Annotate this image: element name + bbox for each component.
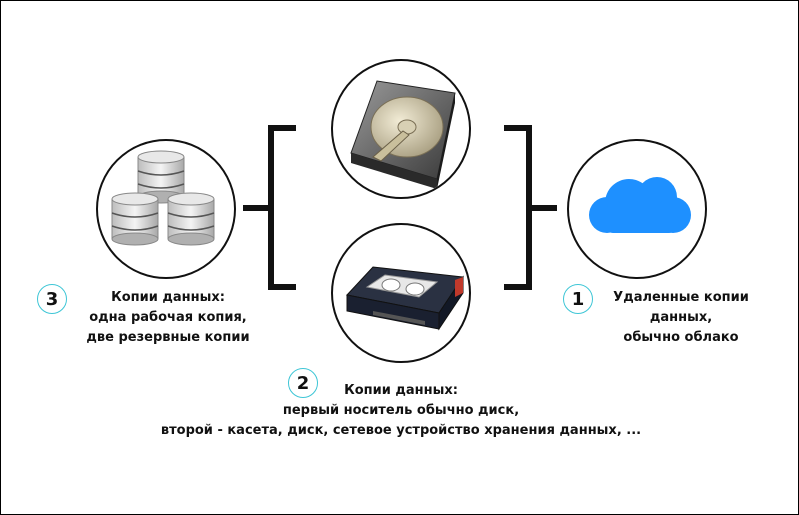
step-number-badge: 3 [37,284,67,314]
step-number-badge: 2 [288,368,318,398]
middle-group-label: Копии данных: первый носитель обычно дис… [151,381,651,441]
database-circle [96,139,236,279]
label-line: второй - касета, диск, сетевое устройств… [160,423,642,438]
label-line: Копии данных: [344,383,458,398]
label-line: данных, [649,310,713,325]
hard-disk-circle [331,59,471,199]
hard-disk-icon [350,80,456,189]
step-number-badge: 1 [563,284,593,314]
label-line: Удаленные копии [613,290,749,305]
label-line: первый носитель обычно диск, [282,403,520,418]
label-line: Копии данных: [111,290,225,305]
label-line: обычно облако [623,330,739,345]
label-line: две резервные копии [86,330,250,345]
right-bracket [504,125,532,290]
cloud-circle [567,139,707,279]
left-group-label: Копии данных: одна рабочая копия, две ре… [63,288,273,348]
right-group-label: Удаленные копии данных, обычно облако [599,288,763,348]
tape-circle [331,223,471,363]
label-line: одна рабочая копия, [89,310,247,325]
cloud-icon [589,177,691,233]
left-bracket [268,125,296,290]
database-icon [111,150,215,246]
tape-cassette-icon [346,266,464,331]
